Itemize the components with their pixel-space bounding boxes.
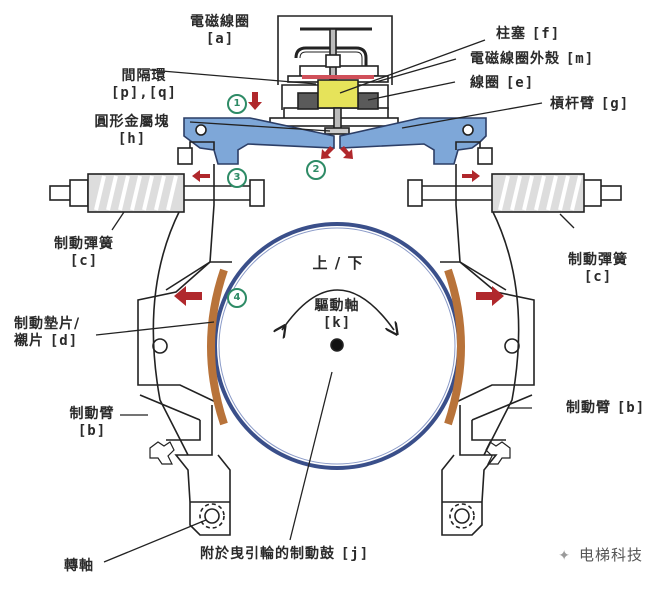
label-direction: 上 / 下 [312,254,364,272]
brake-arm-left [137,141,232,536]
leader-lines [95,39,575,563]
label-tag: [e] [505,75,535,91]
label-tag: [c] [69,253,99,269]
arrow-2-right [340,146,353,159]
label-text: 槓杆臂 [550,96,595,112]
label-brake-drum-j: 附於曳引輪的制動鼓 [j] [200,546,369,563]
label-text: 附於曳引輪的制動鼓 [200,546,335,562]
arrow-left-3 [192,170,210,182]
label-brake-spring-left: 制動彈簧 [c] [44,236,124,270]
label-text: 驅動軸 [314,298,360,314]
brake-arm-right [440,141,535,536]
label-tag: [c] [583,269,613,285]
plunger-stem [333,107,342,131]
brake-spring-left [49,173,265,213]
label-brake-pad-d: 制動墊片/ 襯片 [d] [14,316,80,350]
label-text: 制動墊片/ [14,316,81,332]
step-4-badge: 4 [227,288,247,308]
label-tag: [b] [616,400,646,416]
watermark-text: 电梯科技 [578,546,643,564]
label-tag: [d] [49,333,79,349]
watermark: ✦ 电梯科技 [558,544,643,565]
label-coil-housing-m: 電磁線圈外殼 [m] [470,51,594,68]
step-1-badge: 1 [227,94,247,114]
label-tag: [j] [340,546,370,562]
label-text: 制動臂 [566,400,611,416]
arrow-right-3 [462,170,480,182]
label-tag: [g] [600,96,630,112]
label-text: 電磁線圈外殼 [470,51,560,67]
arrow-down-1 [248,92,262,110]
plunger [317,79,359,109]
plunger-rod [300,27,372,80]
label-text: 襯片 [14,333,44,349]
label-brake-arm-left: 制動臂 [b] [62,406,122,440]
label-winding-e: 線圈 [e] [470,75,534,92]
label-text: 制動彈簧 [568,252,628,268]
arrow-2-left [321,146,334,159]
label-tag: [b] [77,423,107,439]
label-spacer-pq: 間隔環 [p],[q] [104,68,184,102]
label-tag: [f] [531,26,561,42]
label-text: 圓形金屬塊 [94,114,170,130]
label-tag: [p],[q] [110,85,177,101]
step-2-badge: 2 [306,160,326,180]
wechat-icon: ✦ [558,548,571,564]
label-lever-arm-g: 槓杆臂 [g] [550,96,629,113]
spacer-ring [302,75,374,79]
label-tag: [m] [565,51,595,67]
label-drive-shaft-k: 驅動軸 [k] [300,298,374,332]
label-tag: [h] [117,131,147,147]
arrow-left-4 [174,286,202,306]
label-pivot: 轉軸 [64,558,94,574]
brake-lining-right [444,268,465,426]
label-brake-spring-right: 制動彈簧 [c] [558,252,638,286]
label-text: 制動彈簧 [54,236,114,252]
rotation-arrow [282,289,394,330]
label-text: 線圈 [470,75,500,91]
step-3-badge: 3 [227,168,247,188]
brake-drum-inner [218,227,456,465]
label-text: 間隔環 [121,68,167,84]
label-text: 制動臂 [69,406,115,422]
label-round-metal-h: 圓形金屬塊 [h] [84,114,180,148]
label-tag: [a] [205,31,235,47]
brake-lining-left [207,268,228,426]
coil-right [357,92,379,110]
brake-spring-right [407,173,622,213]
label-text: 電磁線圈 [190,14,250,30]
label-tag: [k] [322,315,352,331]
label-text: 柱塞 [496,26,526,42]
arrow-right-4 [476,286,504,306]
drive-shaft-center [330,338,344,352]
label-coil-a: 電磁線圈 [a] [180,14,260,48]
label-brake-arm-right: 制動臂 [b] [566,400,645,417]
label-plunger-f: 柱塞 [f] [496,26,560,43]
force-arrows [174,92,504,306]
coil-left [297,92,319,110]
